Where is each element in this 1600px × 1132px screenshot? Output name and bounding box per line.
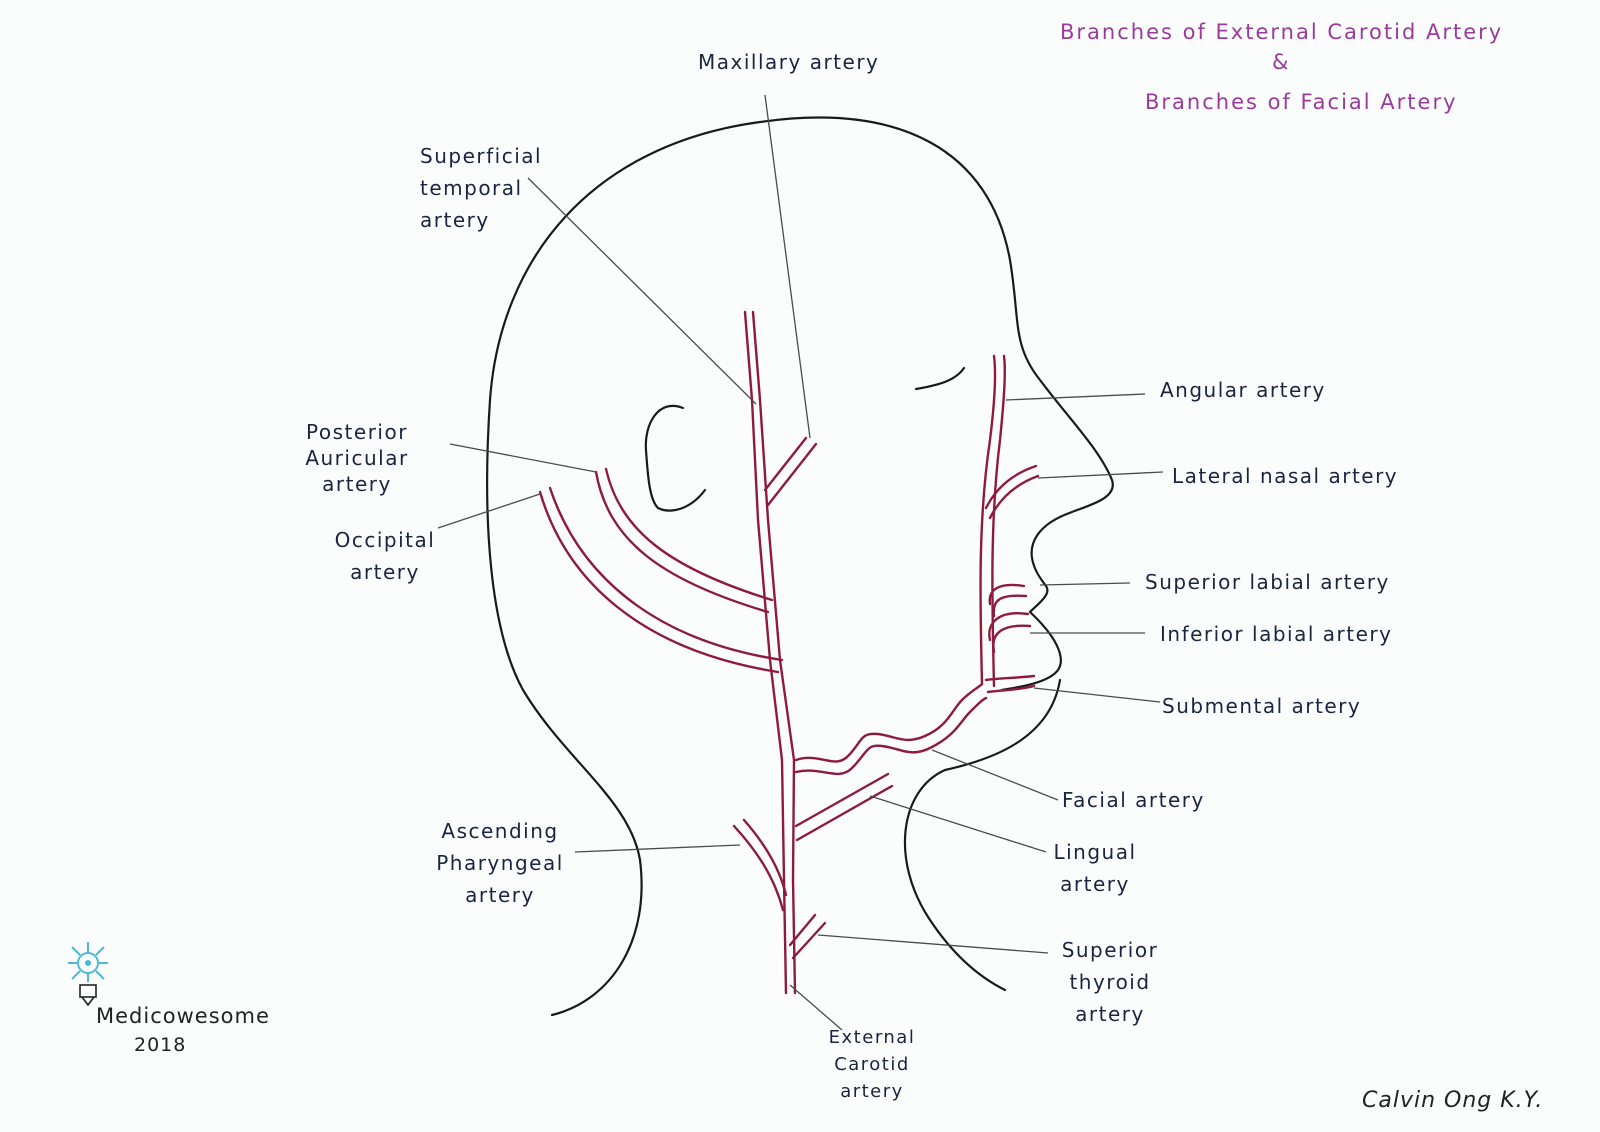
label-lingual-artery: Lingual artery xyxy=(1040,836,1150,900)
label-submental-artery: Submental artery xyxy=(1162,694,1362,718)
label-line: artery xyxy=(465,883,535,907)
label-line: artery xyxy=(350,560,420,584)
label-superior-thyroid-artery: Superior thyroid artery xyxy=(1045,934,1175,1030)
label-angular-artery: Angular artery xyxy=(1160,378,1326,402)
lateral-nasal-vessel xyxy=(984,464,1040,520)
logo-year: 2018 xyxy=(134,1034,187,1056)
inferior-labial-vessel xyxy=(988,612,1032,654)
label-maxillary-artery: Maxillary artery xyxy=(698,50,880,74)
facial-artery-vessel xyxy=(794,354,1006,776)
label-line: External xyxy=(828,1027,916,1048)
label-superior-labial-artery: Superior labial artery xyxy=(1145,570,1390,594)
ascending-pharyngeal-vessel xyxy=(732,818,788,912)
superior-thyroid-vessel xyxy=(788,913,827,960)
label-line: artery xyxy=(322,472,392,496)
label-inferior-labial-artery: Inferior labial artery xyxy=(1160,622,1393,646)
label-lateral-nasal-artery: Lateral nasal artery xyxy=(1172,464,1399,488)
logo-name: Medicowesome xyxy=(96,1004,270,1028)
label-line: artery xyxy=(1075,1002,1145,1026)
label-line: artery xyxy=(1060,872,1130,896)
superior-labial-vessel xyxy=(988,583,1028,618)
ear-outline xyxy=(644,404,707,512)
label-line: artery xyxy=(420,208,490,232)
label-line: Ascending xyxy=(441,819,559,843)
label-line: Auricular xyxy=(305,446,409,470)
label-superficial-temporal-artery: Superficial temporal artery xyxy=(420,140,542,236)
leader-lines xyxy=(437,94,1164,1031)
eye-outline xyxy=(914,366,966,391)
medicowesome-logo-icon xyxy=(68,942,108,1007)
diagram-title-line2: Branches of Facial Artery xyxy=(1145,90,1458,114)
head-outline xyxy=(486,116,1114,1017)
external-carotid-artery xyxy=(743,310,797,995)
label-line: Occipital xyxy=(334,528,436,552)
lingual-vessel xyxy=(794,772,894,842)
label-line: Pharyngeal xyxy=(436,851,564,875)
label-line: Superficial xyxy=(420,144,543,168)
label-line: Lingual xyxy=(1053,840,1137,864)
author-signature: Calvin Ong K.Y. xyxy=(1362,1088,1544,1113)
label-line: artery xyxy=(840,1081,904,1102)
label-facial-artery: Facial artery xyxy=(1062,788,1205,812)
label-occipital-artery: Occipital artery xyxy=(330,524,440,588)
diagram-title-ampersand: & xyxy=(1272,50,1291,74)
label-line: Superior xyxy=(1061,938,1159,962)
label-line: thyroid xyxy=(1069,970,1151,994)
label-posterior-auricular-artery: Posterior Auricular artery xyxy=(298,416,416,500)
posterior-auricular-vessel xyxy=(594,467,774,614)
label-line: Carotid xyxy=(834,1054,910,1075)
neck-front-outline xyxy=(903,678,1062,992)
maxillary-artery-vessel xyxy=(763,436,818,507)
label-line: temporal xyxy=(420,176,523,200)
submental-vessel xyxy=(984,674,1036,694)
diagram-title-line1: Branches of External Carotid Artery xyxy=(1060,20,1504,44)
label-line: Posterior xyxy=(306,420,408,444)
label-external-carotid-artery: External Carotid artery xyxy=(818,1024,926,1105)
occipital-vessel xyxy=(538,486,784,674)
label-ascending-pharyngeal-artery: Ascending Pharyngeal artery xyxy=(430,815,570,911)
